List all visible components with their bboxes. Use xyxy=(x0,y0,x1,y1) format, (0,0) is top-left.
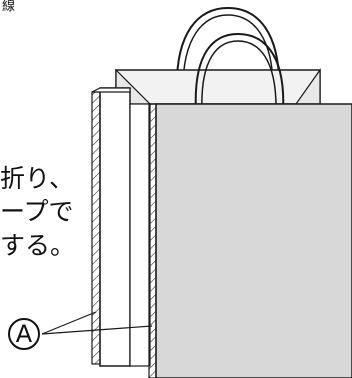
leader-line-2 xyxy=(41,325,153,335)
gusset-hatch xyxy=(91,91,101,365)
front-handle-inner xyxy=(201,40,277,113)
front-handle xyxy=(194,32,285,113)
gusset-panel xyxy=(99,87,131,367)
label-top-fragment: 線 xyxy=(2,0,16,14)
gusset-top xyxy=(91,87,131,93)
back-panel xyxy=(115,69,321,105)
back-handle-inner xyxy=(182,14,274,98)
instruction-line-2: ープで xyxy=(0,197,74,226)
leader-line-1 xyxy=(41,311,97,335)
front-face xyxy=(155,103,352,378)
back-handle xyxy=(175,6,281,98)
front-hatch xyxy=(148,103,157,378)
instruction-line-3: する。 xyxy=(0,231,76,260)
marker-a: A xyxy=(8,318,40,350)
instruction-line-1: 折り、 xyxy=(0,164,75,193)
